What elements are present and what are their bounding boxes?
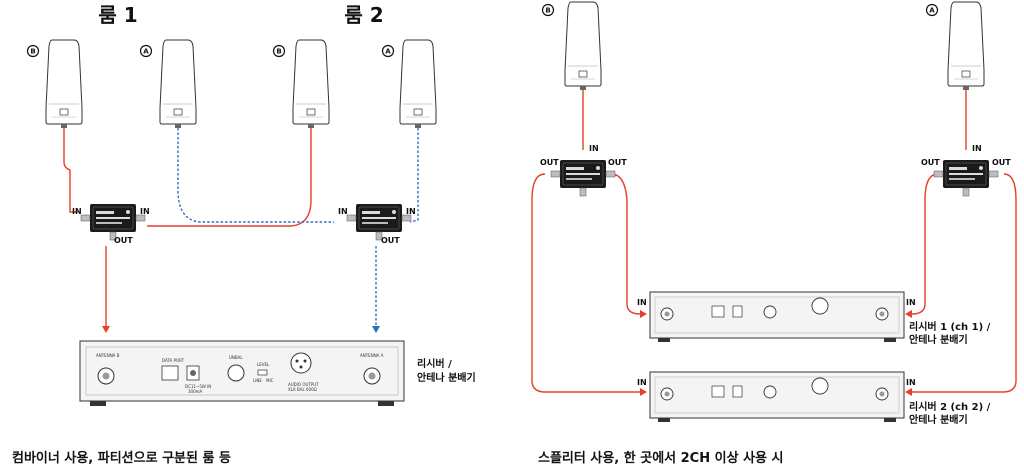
svg-text:IN: IN xyxy=(72,207,82,216)
cable-room1-a-to-combiner xyxy=(177,128,334,223)
receiver-1-label: 안테나 분배기 xyxy=(909,333,968,346)
port-in-label: IN xyxy=(637,378,647,387)
antenna-room1-a xyxy=(159,39,197,129)
svg-text:OUT: OUT xyxy=(608,158,627,167)
antenna-badge-a: A xyxy=(139,44,153,58)
svg-text:OUT: OUT xyxy=(921,158,940,167)
combiner-right: IN IN OUT xyxy=(338,203,416,245)
receiver-2-label: 리시버 2 (ch 2) / xyxy=(909,400,991,413)
svg-text:OUT: OUT xyxy=(992,158,1011,167)
svg-text:IN: IN xyxy=(972,144,982,153)
svg-text:A: A xyxy=(385,48,391,56)
svg-text:DC11~5W IN: DC11~5W IN xyxy=(185,384,211,389)
svg-text:300mA: 300mA xyxy=(188,389,203,394)
cable-room1-b-to-combiner xyxy=(63,128,78,213)
port-in-label: IN xyxy=(906,298,916,307)
svg-text:XLR BAL 600Ω: XLR BAL 600Ω xyxy=(288,387,317,392)
svg-text:IN: IN xyxy=(338,207,348,216)
receiver-left: ANTENNA B DATA PORT DC11~5W IN 300mA UNB… xyxy=(79,340,405,406)
svg-text:B: B xyxy=(30,48,35,56)
antenna-room2-b xyxy=(292,39,330,129)
svg-text:A: A xyxy=(143,48,149,56)
antenna-a xyxy=(947,1,985,91)
antenna-badge-a: A xyxy=(925,3,939,17)
receiver-2-label: 안테나 분배기 xyxy=(909,413,968,426)
arrow-head-blue xyxy=(372,326,380,333)
antenna-badge-a: A xyxy=(381,44,395,58)
svg-text:LEVEL: LEVEL xyxy=(257,362,270,367)
port-in-label: IN xyxy=(906,378,916,387)
receiver-1 xyxy=(649,291,905,342)
svg-text:AUDIO OUTPUT: AUDIO OUTPUT xyxy=(288,382,319,387)
antenna-room1-b xyxy=(45,39,83,129)
svg-text:B: B xyxy=(276,48,281,56)
arrow-head-red xyxy=(640,310,647,318)
svg-text:OUT: OUT xyxy=(381,236,400,245)
receiver-2 xyxy=(649,371,905,422)
splitter-left: OUT IN OUT xyxy=(540,144,627,197)
svg-text:ANTENNA A: ANTENNA A xyxy=(360,353,384,358)
receiver-label: 안테나 분배기 xyxy=(417,371,476,384)
splitter-right: OUT IN OUT xyxy=(921,144,1011,197)
combiner-left: IN IN OUT xyxy=(72,203,150,245)
cable-splitter1-to-receiver1 xyxy=(610,173,641,315)
svg-text:IN: IN xyxy=(406,207,416,216)
antenna-badge-b: B xyxy=(272,44,286,58)
cable-room2-b-to-combiner xyxy=(147,128,312,227)
svg-text:B: B xyxy=(545,7,550,15)
svg-text:IN: IN xyxy=(140,207,150,216)
svg-text:A: A xyxy=(929,7,935,15)
cable-splitter2-to-receiver1 xyxy=(911,173,939,315)
svg-text:MIC: MIC xyxy=(266,378,274,383)
receiver-1-label: 리시버 1 (ch 1) / xyxy=(909,320,991,333)
right-caption: 스플리터 사용, 한 곳에서 2CH 이상 사용 시 xyxy=(538,450,784,466)
arrow-head-red xyxy=(905,388,912,396)
antenna-badge-b: B xyxy=(541,3,555,17)
svg-text:LINE: LINE xyxy=(253,378,262,383)
cable-splitter2-to-receiver2 xyxy=(912,173,1017,393)
svg-text:DATA PORT: DATA PORT xyxy=(162,358,185,363)
room1-title: 룸 1 xyxy=(98,3,137,27)
antenna-room2-a xyxy=(399,39,437,129)
svg-text:UNBAL: UNBAL xyxy=(229,355,243,360)
svg-text:OUT: OUT xyxy=(540,158,559,167)
svg-text:OUT: OUT xyxy=(114,236,133,245)
cable-splitter1-to-receiver2 xyxy=(531,173,640,393)
cable-room2-a-to-combiner xyxy=(409,128,419,223)
arrow-head-red xyxy=(905,310,912,318)
room2-title: 룸 2 xyxy=(344,3,383,27)
left-caption: 컴바이너 사용, 파티션으로 구분된 룸 등 xyxy=(12,450,231,466)
receiver-label: 리시버 / xyxy=(417,357,452,370)
port-in-label: IN xyxy=(637,298,647,307)
svg-text:ANTENNA B: ANTENNA B xyxy=(96,353,120,358)
antenna-b xyxy=(564,1,602,91)
antenna-badge-b: B xyxy=(26,44,40,58)
arrow-head-red xyxy=(102,326,110,333)
arrow-head-red xyxy=(640,388,647,396)
svg-text:IN: IN xyxy=(589,144,599,153)
